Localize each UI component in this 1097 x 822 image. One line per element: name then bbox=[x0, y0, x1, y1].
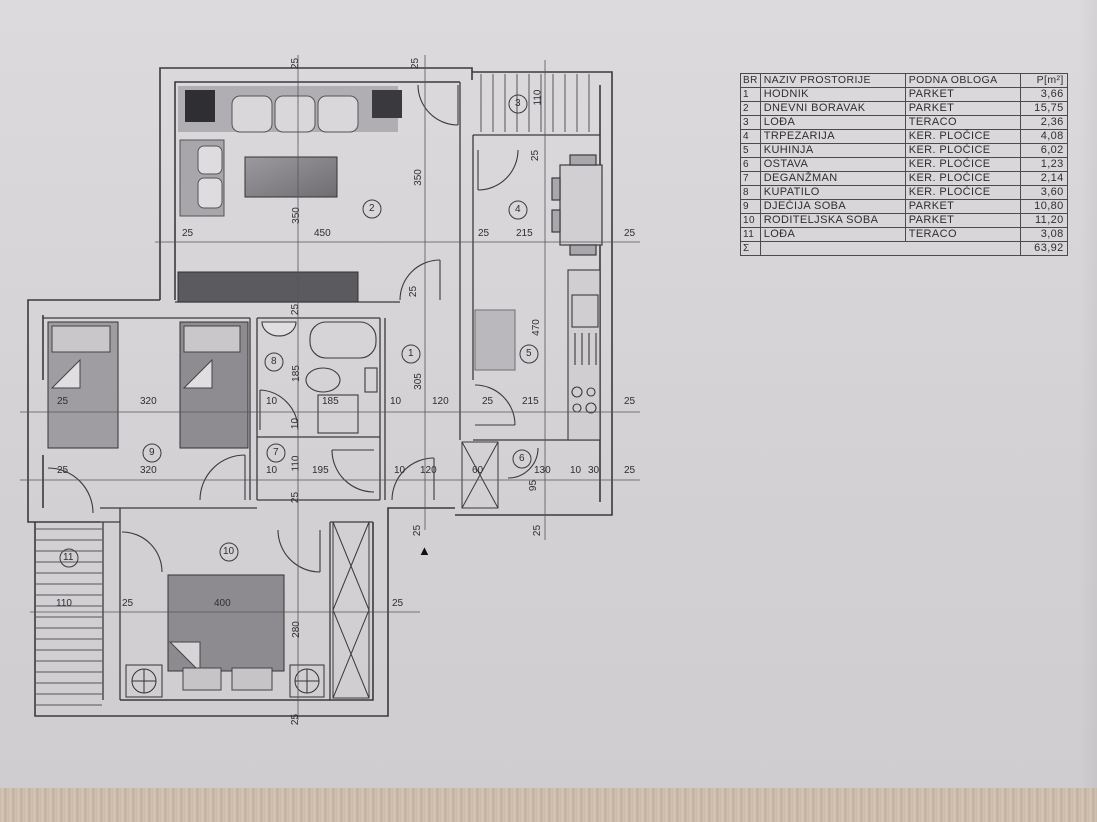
room-schedule-table: BR NAZIV PROSTORIJE PODNA OBLOGA P[m²] 1… bbox=[740, 73, 1068, 256]
bathroom-fixtures bbox=[261, 321, 378, 434]
cell-area: 3,60 bbox=[1019, 185, 1068, 200]
cell-nr: 8 bbox=[740, 185, 761, 200]
cell-nr: 1 bbox=[740, 87, 761, 102]
total-spacer bbox=[759, 241, 1021, 256]
cell-floor: PARKET bbox=[904, 213, 1021, 228]
table-header-row: BR NAZIV PROSTORIJE PODNA OBLOGA P[m²] bbox=[740, 73, 1068, 88]
cell-area: 2,36 bbox=[1019, 115, 1068, 130]
cell-name: OSTAVA bbox=[759, 157, 906, 172]
header-nr: BR bbox=[740, 73, 761, 88]
cell-name: LOĐA bbox=[759, 115, 906, 130]
cell-name: LOĐA bbox=[759, 227, 906, 242]
cell-name: DEGANŽMAN bbox=[759, 171, 906, 186]
dining-table bbox=[551, 154, 603, 256]
cell-nr: 2 bbox=[740, 101, 761, 116]
cell-nr: 4 bbox=[740, 129, 761, 144]
living-room-furniture bbox=[177, 86, 402, 303]
door-swings bbox=[47, 84, 539, 573]
table-total-row: Σ 63,92 bbox=[740, 241, 1068, 256]
cell-name: DNEVNI BORAVAK bbox=[759, 101, 906, 116]
cell-nr: 10 bbox=[740, 213, 761, 228]
cell-floor: TERACO bbox=[904, 227, 1021, 242]
cell-floor: KER. PLOČICE bbox=[904, 185, 1021, 200]
cell-nr: 9 bbox=[740, 199, 761, 214]
children-beds bbox=[47, 321, 249, 449]
cell-name: RODITELJSKA SOBA bbox=[759, 213, 906, 228]
cell-nr: 11 bbox=[740, 227, 761, 242]
cell-area: 10,80 bbox=[1019, 199, 1068, 214]
cell-area: 15,75 bbox=[1019, 101, 1068, 116]
total-symbol: Σ bbox=[740, 241, 761, 256]
cell-nr: 5 bbox=[740, 143, 761, 158]
cell-area: 3,08 bbox=[1019, 227, 1068, 242]
loggia-11-tiles bbox=[36, 526, 102, 714]
cell-nr: 6 bbox=[740, 157, 761, 172]
header-room-name: NAZIV PROSTORIJE bbox=[759, 73, 906, 88]
cell-area: 6,02 bbox=[1019, 143, 1068, 158]
dimension-lines bbox=[20, 55, 640, 720]
wardrobes bbox=[332, 441, 499, 699]
cell-floor: PARKET bbox=[904, 87, 1021, 102]
cell-floor: KER. PLOČICE bbox=[904, 171, 1021, 186]
cell-floor: PARKET bbox=[904, 101, 1021, 116]
cell-floor: KER. PLOČICE bbox=[904, 143, 1021, 158]
cell-floor: KER. PLOČICE bbox=[904, 129, 1021, 144]
cell-name: KUPATILO bbox=[759, 185, 906, 200]
cell-name: DJEČIJA SOBA bbox=[759, 199, 906, 214]
cell-area: 4,08 bbox=[1019, 129, 1068, 144]
table-surface bbox=[0, 788, 1097, 822]
cell-nr: 3 bbox=[740, 115, 761, 130]
header-area: P[m²] bbox=[1019, 73, 1068, 88]
cell-area: 2,14 bbox=[1019, 171, 1068, 186]
cell-floor: PARKET bbox=[904, 199, 1021, 214]
cell-area: 1,23 bbox=[1019, 157, 1068, 172]
cell-area: 11,20 bbox=[1019, 213, 1068, 228]
cell-nr: 7 bbox=[740, 171, 761, 186]
cell-name: HODNIK bbox=[759, 87, 906, 102]
cell-name: KUHINJA bbox=[759, 143, 906, 158]
total-area: 63,92 bbox=[1019, 241, 1068, 256]
cell-name: TRPEZARIJA bbox=[759, 129, 906, 144]
loggia-3-tiles bbox=[474, 74, 598, 132]
cell-area: 3,66 bbox=[1019, 87, 1068, 102]
room-number-circles bbox=[59, 94, 539, 568]
header-floor: PODNA OBLOGA bbox=[904, 73, 1021, 88]
cell-floor: KER. PLOČICE bbox=[904, 157, 1021, 172]
parents-bed bbox=[125, 574, 325, 698]
cell-floor: TERACO bbox=[904, 115, 1021, 130]
